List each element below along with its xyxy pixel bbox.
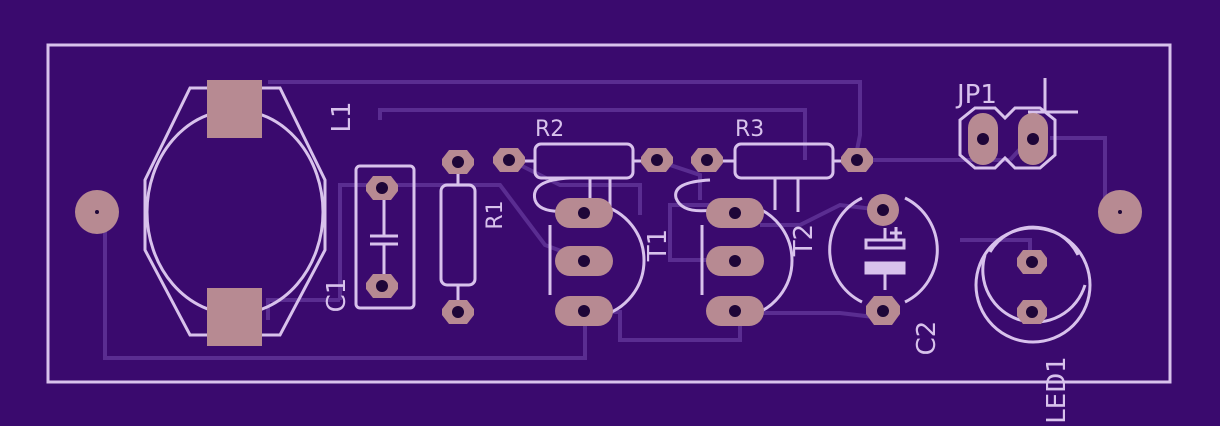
silk-fragments [532, 176, 800, 213]
jumper-jp1 [958, 78, 1078, 170]
pad-c1-2 [366, 274, 398, 298]
mounting-hole-left [75, 190, 119, 234]
pad-t2-1 [706, 198, 764, 228]
pad-r2-1 [493, 148, 525, 172]
label-led1: LED1 [1042, 356, 1072, 423]
pad-r3-1 [691, 148, 723, 172]
label-c1: C1 [322, 278, 352, 313]
pad-r2-2 [641, 148, 673, 172]
board-outline [46, 43, 1172, 384]
inductor-l1 [143, 80, 327, 346]
pad-c1-1 [366, 176, 398, 200]
pad-t2-2 [706, 246, 764, 276]
pad-t1-2 [555, 246, 613, 276]
label-c2: C2 [912, 321, 942, 356]
pad-led1-1 [1017, 250, 1047, 274]
label-r3: R3 [735, 117, 764, 142]
pad-jp1-2 [1018, 113, 1048, 165]
label-t1: T1 [643, 229, 673, 262]
transistor-t1 [548, 203, 646, 318]
pad-t1-3 [555, 296, 613, 326]
pad-r1-2 [442, 300, 474, 324]
label-jp1: JP1 [955, 80, 997, 110]
pad-t2-3 [706, 296, 764, 326]
label-r2: R2 [535, 117, 564, 142]
mounting-hole-right [1098, 190, 1142, 234]
label-t2: T2 [789, 224, 819, 257]
pad-c2-1 [867, 194, 899, 226]
label-r1: R1 [483, 200, 508, 229]
pad-t1-1 [555, 198, 613, 228]
pad-led1-2 [1017, 300, 1047, 324]
transistor-t2 [700, 203, 794, 318]
pad-jp1-1 [968, 113, 998, 165]
label-l1: L1 [327, 101, 357, 132]
capacitor-c2 [828, 196, 939, 304]
pad-c2-2 [866, 296, 900, 325]
pad-r1-1 [442, 150, 474, 174]
pad-r3-2 [841, 148, 873, 172]
